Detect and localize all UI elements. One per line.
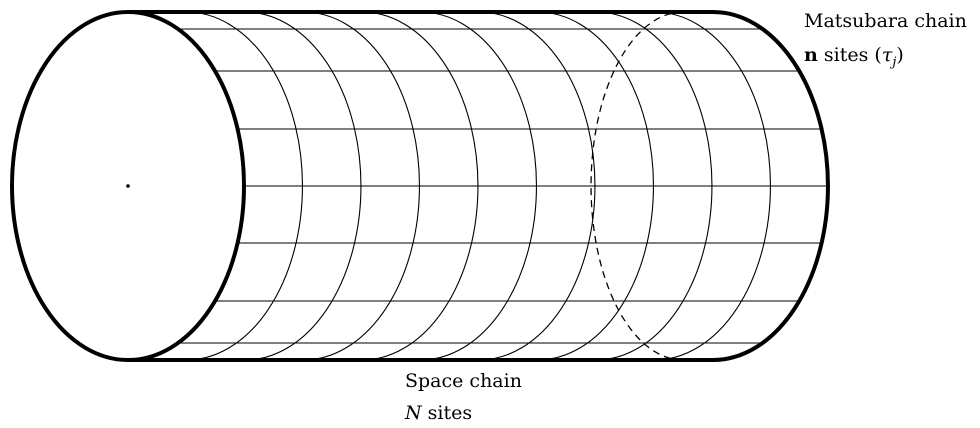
matsubara-chain-label: Matsubara chain (804, 12, 967, 31)
N-sites-label: N sites (405, 404, 472, 423)
n-sites-label: n sites (τj) (804, 46, 904, 69)
lattice-arc-7 (537, 11, 655, 361)
lattice-arc-3 (303, 11, 421, 361)
tau-close-paren: ) (896, 44, 904, 66)
space-chain-text: Space chain (405, 370, 522, 392)
vertical-lattice-arcs (186, 11, 772, 361)
N-symbol: N (405, 402, 422, 424)
space-chain-label: Space chain (405, 372, 522, 391)
matsubara-chain-text: Matsubara chain (804, 10, 967, 32)
lattice-arc-6 (478, 11, 596, 361)
horizontal-lattice-lines (178, 28, 828, 344)
cylinder-right-end-arc (712, 10, 830, 362)
tau-open-paren: ( (874, 44, 882, 66)
lattice-arc-4 (361, 11, 479, 361)
lattice-arc-5 (420, 11, 538, 361)
hidden-back-arc-dashed (590, 11, 684, 361)
lattice-arc-1 (186, 11, 304, 361)
lattice-arc-2 (244, 11, 362, 361)
N-sites-word: sites (427, 402, 473, 424)
tau-symbol: τ (881, 44, 893, 66)
center-point (126, 184, 130, 188)
lattice-arc-8 (595, 11, 713, 361)
tau-subscript: j (892, 54, 897, 70)
n-sites-word: sites (823, 44, 869, 66)
n-symbol: n (804, 44, 818, 66)
lattice-arc-9 (654, 11, 772, 361)
